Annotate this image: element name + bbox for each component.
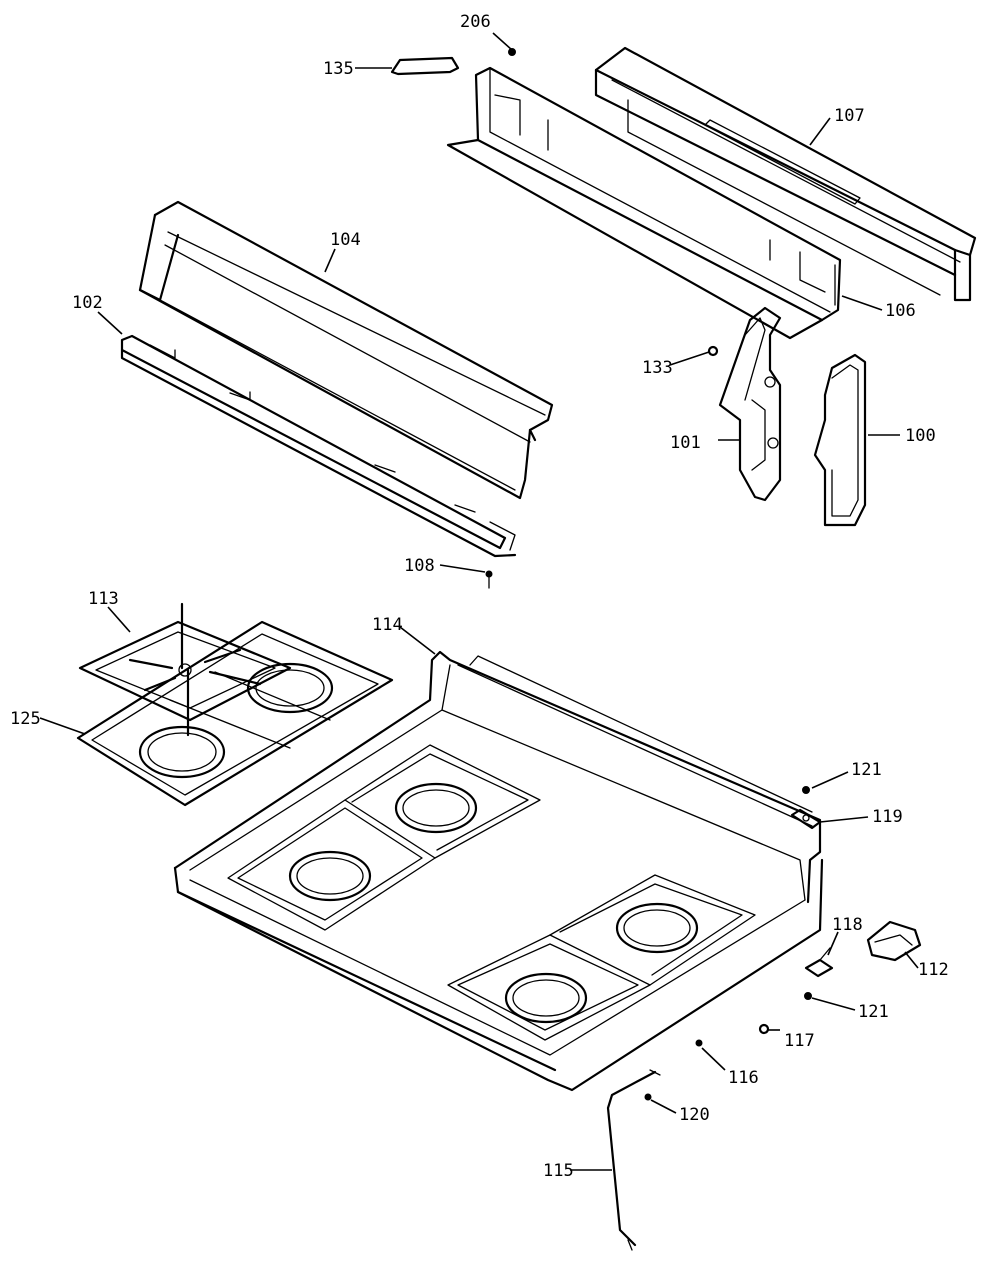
- callout-115: 115: [543, 1161, 574, 1181]
- callout-120: 120: [679, 1105, 710, 1125]
- callout-113: 113: [88, 589, 119, 609]
- callout-125: 125: [10, 709, 41, 729]
- callout-106: 106: [885, 301, 916, 321]
- callout-121-upper: 121: [851, 760, 882, 780]
- part-101-side-bracket: [718, 306, 782, 502]
- callout-100: 100: [905, 426, 936, 446]
- callout-114: 114: [372, 615, 403, 635]
- callout-labels: 206 135 107 104 102 106 133 101 100 108 …: [10, 12, 949, 1181]
- part-113-grate: [78, 602, 292, 737]
- callout-121-lower: 121: [858, 1002, 889, 1022]
- part-108-screw: [485, 570, 493, 589]
- callout-116: 116: [728, 1068, 759, 1088]
- part-112-hinge: [866, 920, 922, 962]
- callout-112: 112: [918, 960, 949, 980]
- callout-107: 107: [834, 106, 865, 126]
- part-119-clip: [790, 808, 822, 830]
- part-116-screw: [695, 1039, 703, 1047]
- part-104-manifold-panel: [138, 200, 554, 500]
- part-107-backguard-trim: [594, 46, 977, 302]
- part-125-burner-pan: [76, 620, 394, 807]
- callout-206: 206: [460, 12, 491, 32]
- part-118-bracket: [804, 947, 834, 978]
- leader-lines: [39, 32, 919, 1171]
- part-121-screw-upper: [802, 786, 810, 794]
- part-102-front-rail: [120, 334, 517, 558]
- callout-133: 133: [642, 358, 673, 378]
- part-100-end-cap: [813, 353, 867, 527]
- part-120-screw: [644, 1093, 652, 1101]
- part-206-screw: [508, 48, 516, 56]
- callout-108: 108: [404, 556, 435, 576]
- callout-104: 104: [330, 230, 361, 250]
- callout-119: 119: [872, 807, 903, 827]
- part-115-rod: [606, 1069, 661, 1251]
- callout-102: 102: [72, 293, 103, 313]
- callout-135: 135: [323, 59, 354, 79]
- part-133-nut: [707, 345, 719, 357]
- part-117-nut: [758, 1023, 770, 1035]
- callout-101: 101: [670, 433, 701, 453]
- part-135-bracket: [390, 56, 460, 76]
- part-106-control-panel: [446, 66, 842, 340]
- part-121-screw-lower: [804, 992, 812, 1000]
- part-114-cooktop: [173, 650, 824, 1092]
- callout-118: 118: [832, 915, 863, 935]
- callout-117: 117: [784, 1031, 815, 1051]
